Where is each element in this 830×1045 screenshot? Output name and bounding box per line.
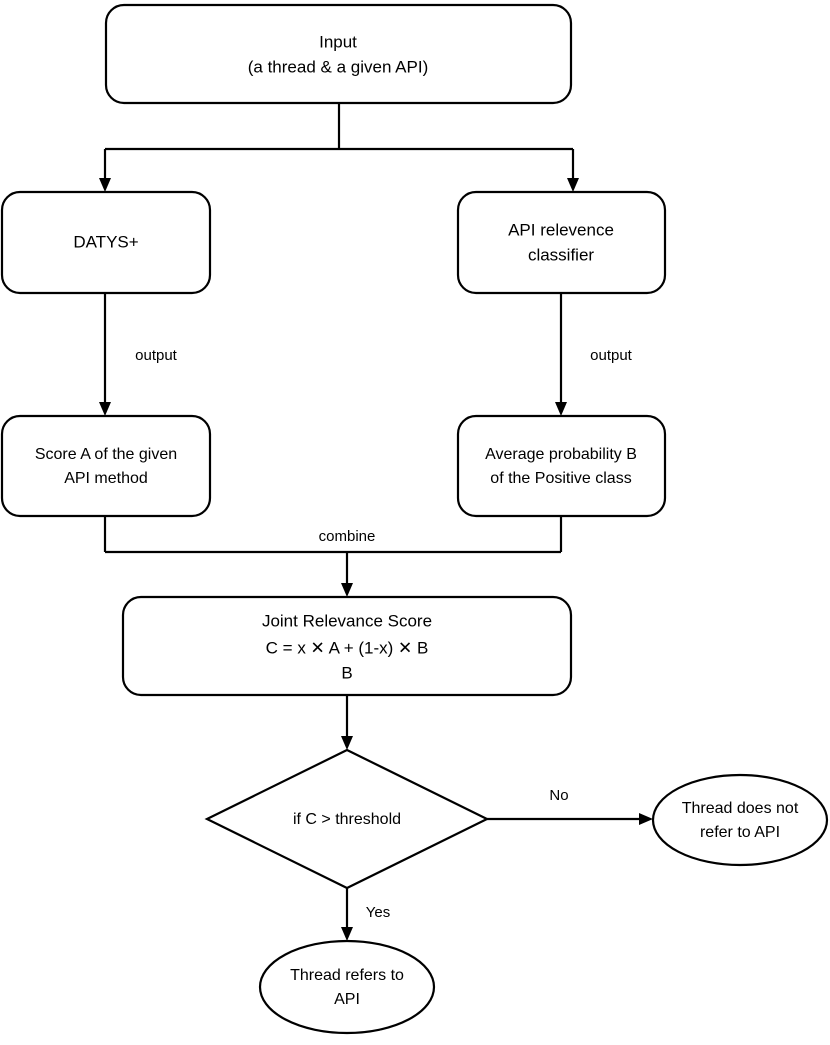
edge-decision-yes xyxy=(341,888,353,941)
score-a-label-line1: Score A of the given xyxy=(35,446,177,463)
node-score-a[interactable]: Score A of the given API method xyxy=(0,414,212,518)
yes-result-label-line1: Thread refers to xyxy=(290,967,404,984)
joint-label-line1: Joint Relevance Score xyxy=(262,611,432,630)
arrow-head-to-datys xyxy=(99,178,111,192)
edge-combine-to-joint xyxy=(103,516,563,597)
edge-input-to-branches xyxy=(99,103,579,192)
node-input[interactable]: Input (a thread & a given API) xyxy=(104,3,573,105)
arrow-head-to-joint xyxy=(341,583,353,597)
score-a-label-line2: API method xyxy=(64,470,148,487)
edge-label-combine: combine xyxy=(319,528,376,545)
prob-b-label-line2: of the Positive class xyxy=(490,470,631,487)
node-thread-does-not-refer[interactable]: Thread does not refer to API xyxy=(651,773,829,867)
edge-datys-to-score-a xyxy=(99,293,111,416)
node-joint-relevance-score[interactable]: Joint Relevance Score C = x ✕ A + (1-x) … xyxy=(121,595,573,697)
classifier-box-shape xyxy=(456,190,667,295)
input-box-shape xyxy=(104,3,573,105)
datys-box-shape xyxy=(0,190,212,295)
joint-formula: C = x ✕ A + (1-x) ✕ B xyxy=(266,638,429,657)
decision-label: if C > threshold xyxy=(293,811,401,828)
decision-diamond-shape xyxy=(204,748,490,890)
prob-b-box-shape xyxy=(456,414,667,518)
joint-box-shape xyxy=(121,595,573,697)
arrow-head-to-prob-b xyxy=(555,402,567,416)
arrow-head-to-score-a xyxy=(99,402,111,416)
edge-label-no: No xyxy=(549,787,568,804)
arrow-head-to-decision xyxy=(341,736,353,750)
classifier-label-line1: API relevence xyxy=(508,220,614,239)
node-api-relevance-classifier[interactable]: API relevence classifier xyxy=(456,190,667,295)
edge-label-output-left: output xyxy=(135,347,178,364)
arrow-head-to-classifier xyxy=(567,178,579,192)
input-label-line1: Input xyxy=(319,32,357,51)
arrow-head-to-no-result xyxy=(639,813,653,825)
edge-label-yes: Yes xyxy=(366,904,390,921)
node-average-probability-b[interactable]: Average probability B of the Positive cl… xyxy=(456,414,667,518)
edge-joint-to-decision xyxy=(341,695,353,750)
node-decision-threshold[interactable]: if C > threshold xyxy=(204,748,490,890)
no-result-label-line2: refer to API xyxy=(700,824,780,841)
edge-label-output-right: output xyxy=(590,347,633,364)
yes-result-ellipse-shape xyxy=(258,939,436,1035)
edge-decision-no xyxy=(487,813,653,825)
node-thread-refers-to-api[interactable]: Thread refers to API xyxy=(258,939,436,1035)
score-a-box-shape xyxy=(0,414,212,518)
yes-result-label-line2: API xyxy=(334,991,360,1008)
no-result-ellipse-shape xyxy=(651,773,829,867)
arrow-head-to-yes-result xyxy=(341,927,353,941)
classifier-label-line2: classifier xyxy=(528,245,594,264)
edge-classifier-to-prob-b xyxy=(555,293,567,416)
input-label-line2: (a thread & a given API) xyxy=(248,57,429,76)
node-datys-plus[interactable]: DATYS+ xyxy=(0,190,212,295)
no-result-label-line1: Thread does not xyxy=(682,800,799,817)
joint-label-line3: B xyxy=(341,663,352,682)
prob-b-label-line1: Average probability B xyxy=(485,446,637,463)
datys-label: DATYS+ xyxy=(73,232,138,251)
